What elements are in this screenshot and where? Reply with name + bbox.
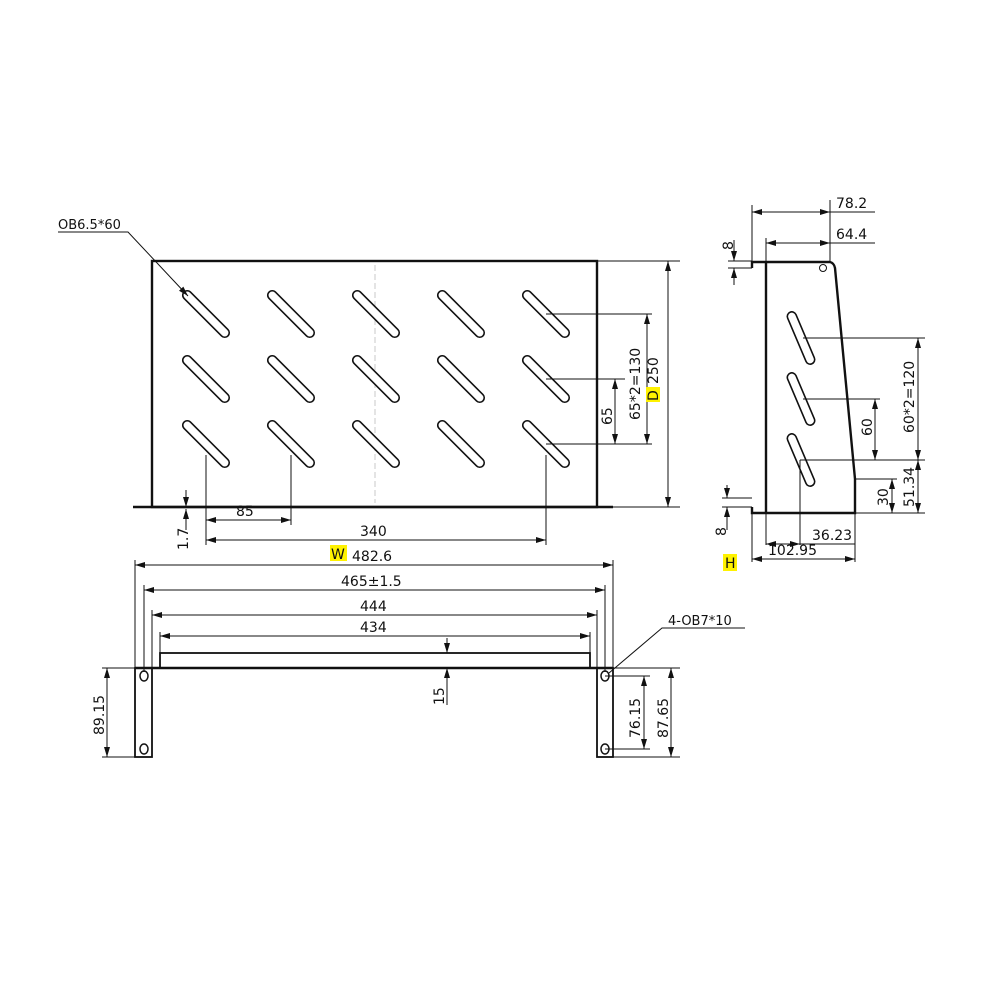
ventilation-slot (181, 354, 231, 404)
dim-slot-x: 36.23 (812, 528, 852, 544)
width-highlight (330, 545, 347, 561)
dim-span-y: 65*2=130 (628, 348, 644, 420)
height-marker: H (725, 556, 736, 572)
ventilation-slot (351, 419, 401, 469)
depth-value: 250 (646, 357, 662, 384)
dim-hole-span: 465±1.5 (341, 574, 402, 590)
hole-callout-leader (608, 627, 745, 674)
dim-lip-bottom: 8 (714, 527, 730, 536)
height-highlight (723, 554, 737, 571)
ventilation-slot (351, 354, 401, 404)
dim-pitch-y: 65 (600, 407, 616, 425)
ventilation-slot (266, 419, 316, 469)
slot-grid (181, 289, 571, 469)
ventilation-slot (436, 354, 486, 404)
dim-ear-height: 89.15 (92, 695, 108, 735)
dim-raise-height: 15 (432, 687, 448, 705)
dim-hole-pitch: 76.15 (628, 698, 644, 738)
dim-pitch-y: 60 (860, 418, 876, 436)
mount-hole (139, 670, 149, 682)
side-slot (786, 311, 816, 365)
dim-pitch-x: 85 (236, 504, 254, 520)
ventilation-slot (266, 289, 316, 339)
dim-inner: 444 (360, 599, 387, 615)
dim-span-y: 60*2=120 (902, 361, 918, 433)
mount-hole (139, 743, 149, 755)
dim-right-height: 87.65 (656, 698, 672, 738)
dim-bottom-total: 102.95 (768, 543, 817, 559)
dim-bottom-edge: 30 (876, 488, 892, 506)
ventilation-slot (351, 289, 401, 339)
ventilation-slot (181, 289, 231, 339)
width-marker: W (331, 547, 345, 563)
hole-callout: 4-OB7*10 (668, 614, 732, 629)
slot-callout-leader (58, 231, 189, 297)
dim-top-total: 78.2 (836, 196, 867, 212)
dim-raised: 434 (360, 620, 387, 636)
side-profile (750, 260, 857, 515)
dim-flange: 1.7 (176, 528, 192, 550)
dim-lip-top: 8 (721, 241, 737, 250)
dim-bottom-offset: 51.34 (902, 467, 918, 507)
ventilation-slot (181, 419, 231, 469)
side-view: 78.2 64.4 8 8 60 60*2=120 51.34 30 36.23 (714, 196, 925, 572)
raised-lip (159, 652, 591, 669)
depth-marker: D (646, 390, 662, 401)
ventilation-slot (436, 419, 486, 469)
dim-span-x: 340 (360, 524, 387, 540)
depth-highlight (646, 387, 660, 402)
width-value: 482.6 (352, 549, 392, 565)
dim-top-inner: 64.4 (836, 227, 867, 243)
ventilation-slot (436, 289, 486, 339)
slot-callout: OB6.5*60 (58, 218, 121, 233)
side-hole (819, 264, 827, 272)
ventilation-slot (266, 354, 316, 404)
side-slot (786, 372, 816, 426)
front-view: W 482.6 465±1.5 444 434 15 89.15 76.15 8… (92, 545, 745, 758)
top-view: OB6.5*60 85 340 1.7 65 65*2=130 D 250 (58, 218, 680, 550)
